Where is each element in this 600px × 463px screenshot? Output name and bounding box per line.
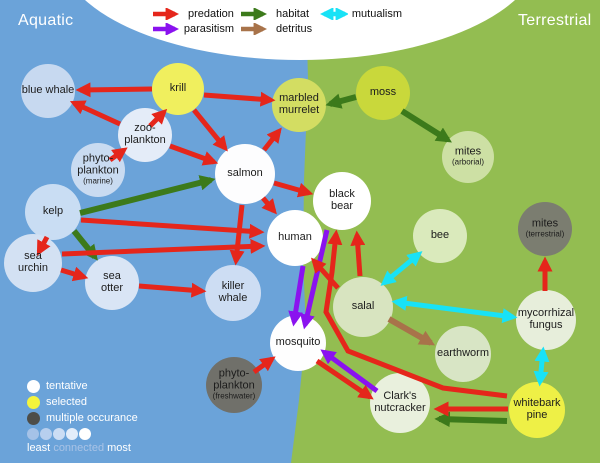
- edge-krill-salmon: [192, 108, 228, 152]
- edge-salal-black-bear: [350, 230, 366, 277]
- edge-pine-fungus-mutualism: [533, 346, 550, 387]
- edge-zoo-plankton-salmon: [169, 143, 219, 166]
- node-black-bear[interactable]: [313, 172, 371, 230]
- edge-whitebark-pine-black-bear: [323, 229, 508, 399]
- edge-moss-marbled-murrelet-habitat: [325, 93, 357, 109]
- connectivity-scale-label: least connected most: [27, 442, 131, 454]
- legend-item-detritus: detritus: [238, 23, 314, 35]
- edge-salal-fungus-mutualism: [391, 295, 518, 324]
- legend-label: habitat: [276, 8, 310, 20]
- edge-kelp-salmon-habitat: [79, 175, 216, 216]
- edge-sea-urchin-human: [61, 238, 266, 257]
- connectivity-gradient-icon: [27, 428, 138, 440]
- node-phyto-plankton-freshwater[interactable]: [206, 357, 262, 413]
- edge-phyto-marine-zoo-plankton: [108, 147, 128, 163]
- node-salal[interactable]: [333, 277, 393, 337]
- mutualism-arrow-icon: [319, 8, 348, 20]
- legend-label: mutualism: [351, 8, 402, 20]
- tentative-dot-icon: [27, 379, 40, 393]
- node-mites-terrestrial[interactable]: [518, 202, 572, 256]
- habitat-arrow-icon: [241, 8, 268, 20]
- aquatic-region-label: Aquatic: [18, 12, 74, 29]
- node-blue-whale[interactable]: [21, 64, 75, 118]
- node-zoo-plankton[interactable]: [118, 108, 172, 162]
- node-clarks-nutcracker[interactable]: [370, 373, 430, 433]
- edge-sea-urchin-sea-otter: [60, 266, 89, 282]
- node-moss[interactable]: [356, 66, 410, 120]
- edge-krill-blue-whale: [75, 82, 153, 98]
- edge-sea-otter-killer-whale: [138, 282, 207, 298]
- legend-row-selected: selected: [27, 394, 138, 410]
- node-sea-otter[interactable]: [85, 256, 139, 310]
- edge-clarks-mosquito-parasitism: [320, 349, 379, 394]
- legend-item-predation: predation: [150, 8, 234, 20]
- edge-human-mosquito-parasitism: [288, 265, 306, 327]
- node-whitebark-pine[interactable]: [509, 382, 565, 438]
- edge-kelp-sea-urchin: [36, 235, 51, 256]
- legend-item-habitat: habitat: [238, 8, 314, 20]
- detritus-arrow-icon: [241, 23, 268, 35]
- parasitism-arrow-icon: [153, 23, 180, 35]
- edge-black-bear-mosquito-parasitism: [300, 229, 330, 330]
- node-mycorrhizal-fungus[interactable]: [516, 290, 576, 350]
- edge-mosquito-clarks-nutcracker: [315, 358, 374, 400]
- multiple-occurance-dot-icon: [27, 411, 40, 425]
- legend-item-parasitism: parasitism: [150, 23, 234, 35]
- edge-whitebark-pine-clarks-habitat: [434, 411, 508, 428]
- node-state-legend: tentative selected multiple occurance le…: [27, 378, 138, 454]
- relation-legend: predation habitat mutualism parasitism: [150, 8, 402, 35]
- legend-row-tentative: tentative: [27, 378, 138, 394]
- edge-phyto-freshwater-mosquito: [252, 356, 276, 375]
- predation-arrow-icon: [153, 8, 180, 20]
- edge-salal-bee-mutualism: [380, 251, 423, 286]
- selected-dot-icon: [27, 395, 40, 409]
- terrestrial-region-label: Terrestrial: [518, 12, 592, 29]
- node-phyto-plankton-marine[interactable]: [71, 143, 125, 197]
- node-marbled-murrelet[interactable]: [272, 78, 326, 132]
- node-salmon[interactable]: [215, 144, 275, 204]
- node-human[interactable]: [267, 210, 323, 266]
- legend-item-mutualism: mutualism: [318, 8, 402, 20]
- node-earthworm[interactable]: [435, 326, 491, 382]
- edge-salmon-marbled-murrelet: [262, 127, 282, 152]
- multiple-occurance-label: multiple occurance: [46, 412, 138, 424]
- node-kelp[interactable]: [25, 184, 81, 240]
- node-krill[interactable]: [152, 63, 204, 115]
- legend-label: parasitism: [183, 23, 234, 35]
- node-sea-urchin[interactable]: [4, 234, 62, 292]
- legend-row-multiple-occurance: multiple occurance: [27, 410, 138, 426]
- edge-zoo-plankton-blue-whale: [69, 100, 122, 127]
- node-bee[interactable]: [413, 209, 467, 263]
- edge-kelp-human: [80, 217, 265, 239]
- edge-salmon-human: [261, 196, 277, 215]
- legend-label: detritus: [276, 23, 313, 35]
- selected-label: selected: [46, 396, 87, 408]
- tentative-label: tentative: [46, 380, 88, 392]
- legend-ellipse: [85, 0, 515, 60]
- edge-salmon-black-bear: [273, 180, 314, 198]
- legend-label: predation: [188, 8, 234, 20]
- edge-zoo-plankton-krill: [148, 108, 168, 128]
- edge-moss-mites-arborial-habitat: [400, 108, 452, 143]
- edge-salal-human: [311, 257, 340, 290]
- node-killer-whale[interactable]: [205, 265, 261, 321]
- edge-krill-marbled-murrelet: [203, 91, 276, 107]
- node-mites-arborial[interactable]: [442, 131, 494, 183]
